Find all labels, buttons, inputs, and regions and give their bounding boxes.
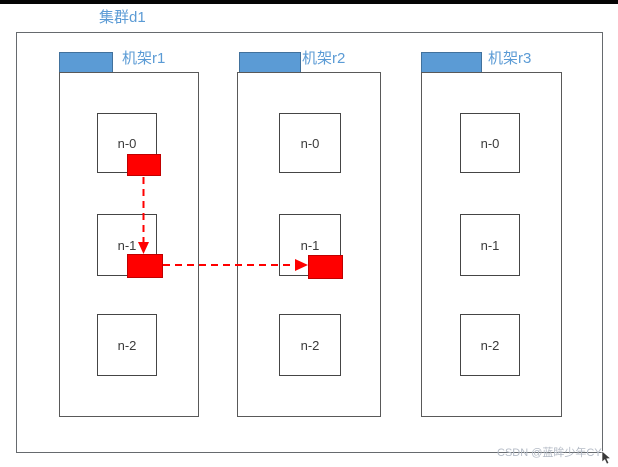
rack-r3: n-0 n-1 n-2 [421, 72, 562, 417]
rack-label-r3: 机架r3 [488, 50, 532, 67]
replica-block-r1-n0 [127, 154, 161, 176]
node-box-r3-n2: n-2 [460, 314, 520, 376]
cluster-border [16, 32, 603, 453]
watermark: CSDN @蓝眸少年CY [497, 447, 602, 459]
mouse-cursor-icon [601, 451, 612, 465]
replica-block-r2-n1 [308, 255, 343, 279]
node-label-r3-n1: n-1 [480, 237, 500, 253]
replica-block-r1-n1 [127, 254, 163, 278]
node-label-r1-n2: n-2 [117, 337, 137, 353]
node-label-r1-n1: n-1 [117, 237, 137, 253]
node-label-r2-n1: n-1 [300, 237, 320, 253]
node-box-r1-n2: n-2 [97, 314, 157, 376]
rack-tab-r1 [59, 52, 113, 73]
node-box-r3-n1: n-1 [460, 214, 520, 276]
top-black-bar [0, 0, 618, 4]
rack-r1: n-0 n-1 n-2 [59, 72, 199, 417]
node-label-r2-n2: n-2 [300, 337, 320, 353]
node-box-r3-n0: n-0 [460, 113, 520, 173]
node-label-r1-n0: n-0 [117, 135, 137, 151]
rack-label-r1: 机架r1 [122, 50, 166, 67]
node-label-r3-n2: n-2 [480, 337, 500, 353]
rack-tab-r2 [239, 52, 301, 73]
node-label-r2-n0: n-0 [300, 135, 320, 151]
rack-tab-r3 [421, 52, 482, 73]
node-box-r2-n0: n-0 [279, 113, 341, 173]
rack-label-r2: 机架r2 [302, 50, 346, 67]
node-box-r2-n2: n-2 [279, 314, 341, 376]
rack-r2: n-0 n-1 n-2 [237, 72, 381, 417]
cluster-title: 集群d1 [99, 9, 146, 26]
node-label-r3-n0: n-0 [480, 135, 500, 151]
